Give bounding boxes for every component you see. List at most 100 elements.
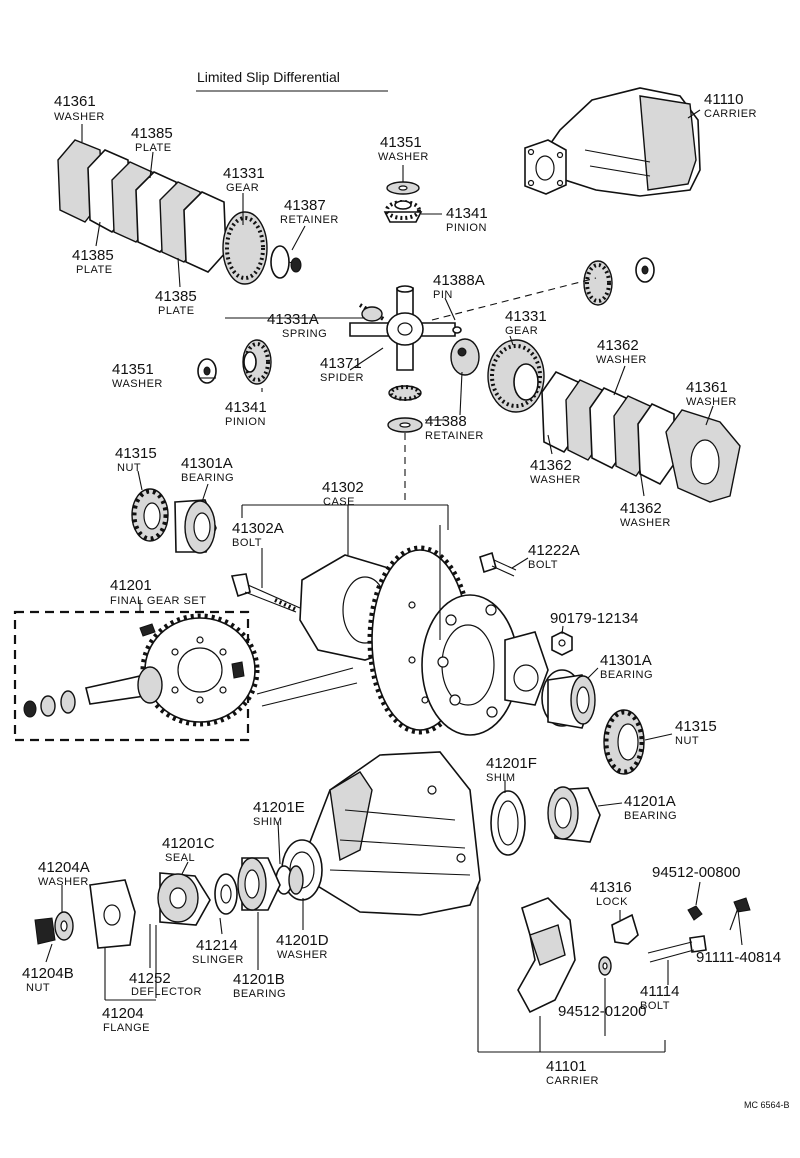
differential-case-assembly (256, 545, 549, 736)
callout-number: 41114 (640, 983, 680, 1000)
callout-number: 41302 (322, 479, 364, 496)
callout-name: SLINGER (192, 954, 244, 966)
washer-94512-01200 (598, 956, 612, 976)
bolt-41114 (647, 935, 707, 963)
shim-41201F (490, 790, 526, 856)
callout-name: GEAR (226, 182, 259, 194)
callout-name: GEAR (505, 325, 538, 337)
callout-number: 41201D (276, 932, 329, 949)
callout-name: NUT (675, 735, 699, 747)
callout-name: PLATE (76, 264, 113, 276)
callout-name: WASHER (378, 151, 429, 163)
callout-number: 41201C (162, 835, 215, 852)
callout-name: SHIM (486, 772, 516, 784)
callout-number: 41362 (597, 337, 639, 354)
callout-name: CASE (323, 496, 355, 508)
callout-number: 90179-12134 (550, 610, 638, 627)
callout-number: 41385 (155, 288, 197, 305)
bolt-41222A (479, 551, 517, 577)
callout-name: PLATE (135, 142, 172, 154)
callout-number: 41201B (233, 971, 285, 988)
nut-90179 (551, 631, 573, 656)
bearing-41201A (547, 786, 601, 843)
carrier-41110 (524, 87, 701, 197)
carrier-41101 (281, 751, 481, 916)
callout-number: 41351 (380, 134, 422, 151)
callout-name: BEARING (600, 669, 653, 681)
callout-name: PLATE (158, 305, 195, 317)
callout-name: PINION (225, 416, 266, 428)
callout-number: 41385 (72, 247, 114, 264)
diagram-title: Limited Slip Differential (197, 69, 340, 85)
callout-name: WASHER (620, 517, 671, 529)
callout-number: 41201E (253, 799, 305, 816)
callout-name: PINION (446, 222, 487, 234)
reference-code: MC 6564-B (744, 1100, 790, 1110)
bearing-right (541, 669, 596, 729)
clutch-pack-right (541, 370, 741, 503)
callout-name: SPRING (282, 328, 327, 340)
callout-number: 41301A (600, 652, 652, 669)
callout-number: 41316 (590, 879, 632, 896)
callout-name: FLANGE (103, 1022, 150, 1034)
callout-number: 41388A (433, 272, 485, 289)
callout-name: LOCK (596, 896, 628, 908)
callout-name: NUT (117, 462, 141, 474)
callout-number: 41110 (704, 91, 744, 108)
callout-number: 41204B (22, 965, 74, 982)
callout-number: 41331A (267, 311, 319, 328)
clutch-pack-left (57, 139, 302, 285)
callout-name: FINAL GEAR SET (110, 595, 206, 607)
callout-number: 41341 (225, 399, 267, 416)
callout-name: SHIM (253, 816, 283, 828)
callout-name: SEAL (165, 852, 195, 864)
callout-number: 91111-40814 (696, 949, 781, 966)
callout-number: 41201A (624, 793, 676, 810)
callout-number: 94512-01200 (558, 1003, 646, 1020)
callout-number: 41351 (112, 361, 154, 378)
callout-number: 41388 (425, 413, 467, 430)
callout-number: 41362 (530, 457, 572, 474)
bolt-91111 (729, 897, 751, 931)
nut-right (603, 709, 645, 775)
callout-number: 41331 (505, 308, 547, 325)
bolt-41302A (230, 573, 301, 613)
callout-name: BOLT (528, 559, 558, 571)
callout-number: 41204A (38, 859, 90, 876)
callout-name: BEARING (233, 988, 286, 1000)
callout-name: WASHER (54, 111, 105, 123)
callout-name: WASHER (596, 354, 647, 366)
nut-bearing-left (131, 488, 217, 554)
callout-number: 41341 (446, 205, 488, 222)
callout-name: WASHER (686, 396, 737, 408)
bearing-cap (517, 897, 576, 1014)
callout-number: 41387 (284, 197, 326, 214)
callout-name: WASHER (277, 949, 328, 961)
callout-number: 41315 (115, 445, 157, 462)
callout-number: 41331 (223, 165, 265, 182)
callout-number: 41201F (486, 755, 537, 772)
callout-name: BEARING (624, 810, 677, 822)
lock-plate (611, 913, 639, 945)
callout-number: 41204 (102, 1005, 144, 1022)
callout-name: WASHER (112, 378, 163, 390)
spider-assembly (197, 257, 655, 433)
callout-name: CARRIER (546, 1075, 599, 1087)
final-gear-set (23, 613, 260, 727)
nut-94512-00800 (687, 905, 703, 921)
callout-name: RETAINER (280, 214, 339, 226)
callout-name: BOLT (232, 537, 262, 549)
callout-number: 41101 (546, 1058, 587, 1075)
callout-number: 41361 (686, 379, 728, 396)
callout-number: 41361 (54, 93, 96, 110)
callout-number: 41301A (181, 455, 233, 472)
callout-name: BOLT (640, 1000, 670, 1012)
callout-number: 41385 (131, 125, 173, 142)
callout-number: 41252 (129, 970, 171, 987)
callout-name: RETAINER (425, 430, 484, 442)
callout-name: WASHER (530, 474, 581, 486)
callout-number: 41222A (528, 542, 580, 559)
callout-number: 94512-00800 (652, 864, 740, 881)
callout-name: CARRIER (704, 108, 757, 120)
